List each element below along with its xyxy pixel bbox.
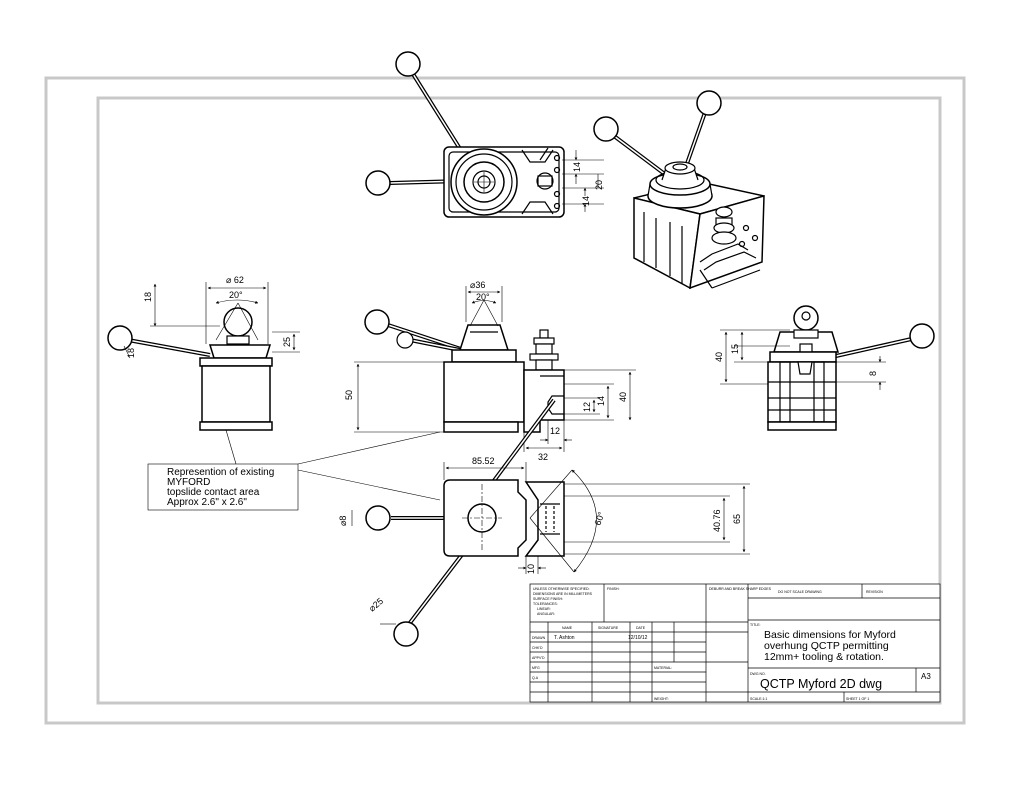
dim-62: ⌀ 62 xyxy=(226,275,244,285)
dim-40-front: 40 xyxy=(618,392,628,402)
dim-14b-top: 14 xyxy=(581,196,591,206)
note-line-3: topslide contact area xyxy=(167,487,260,498)
tb-title-label: TITLE: xyxy=(750,623,761,627)
tb-qa: Q.A xyxy=(532,676,539,680)
dim-40-right: 40 xyxy=(714,352,724,362)
tb-scale: SCALE:1:1 xyxy=(750,697,767,701)
dim-dia-25: ⌀25 xyxy=(367,596,385,614)
title-block xyxy=(529,583,941,703)
right-view xyxy=(767,305,935,431)
dim-65: 65 xyxy=(732,514,742,524)
tb-unless-6: ANGULAR: xyxy=(537,612,555,616)
inner-border xyxy=(96,96,942,705)
tb-dwg-no: QCTP Myford 2D dwg xyxy=(760,677,882,691)
tb-do-not-scale: DO NOT SCALE DRAWING xyxy=(778,590,822,594)
note-line-2: MYFORD xyxy=(167,477,210,488)
tb-revision: REVISION xyxy=(866,590,883,594)
note-line-1: Represention of existing xyxy=(167,467,274,478)
tb-col-signature: SIGNATURE xyxy=(598,626,619,630)
dim-18b-left: 18 xyxy=(126,348,136,358)
isometric-view xyxy=(593,90,765,290)
tb-col-name: NAME xyxy=(562,626,573,630)
right-view-dims xyxy=(720,329,886,390)
left-view xyxy=(107,307,273,431)
tb-weight: WEIGHT: xyxy=(654,697,669,701)
tb-unless-1: UNLESS OTHERWISE SPECIFIED: xyxy=(533,587,590,591)
dim-50: 50 xyxy=(344,390,354,400)
front-view xyxy=(364,309,565,433)
tb-chkd: CHK'D xyxy=(532,646,543,650)
bottom-view xyxy=(365,398,565,647)
tb-material: MATERIAL: xyxy=(654,666,672,670)
tb-title-line-2: overhung QCTP permitting xyxy=(764,640,889,652)
tb-unless-4: TOLERANCES: xyxy=(533,602,558,606)
dim-12-front: 12 xyxy=(582,402,592,412)
dim-20-top: 20 xyxy=(594,180,604,190)
front-view-dims xyxy=(354,286,636,452)
bottom-view-dims xyxy=(351,462,750,625)
note-leaders xyxy=(147,429,441,511)
top-view-dims xyxy=(562,150,604,212)
dim-14-front: 14 xyxy=(596,396,606,406)
dim-85-52: 85.52 xyxy=(472,456,495,466)
dim-25-left: 25 xyxy=(282,337,292,347)
tb-unless-5: LINEAR: xyxy=(537,607,551,611)
dim-20deg-left: 20° xyxy=(229,290,243,300)
dim-36: ⌀36 xyxy=(470,280,485,290)
dim-14-top: 14 xyxy=(572,162,582,172)
note-line-4: Approx 2.6" x 2.6" xyxy=(167,497,247,508)
dim-32: 32 xyxy=(538,452,548,462)
dim-dia-8: ⌀8 xyxy=(338,516,348,526)
dim-8-right: 8 xyxy=(868,371,878,376)
tb-appvd: APPV'D xyxy=(532,656,545,660)
tb-finish: FINISH: xyxy=(607,587,619,591)
tb-unless-2: DIMENSIONS ARE IN MILLIMETERS xyxy=(533,592,593,596)
dim-40-76: 40.76 xyxy=(712,509,722,532)
tb-sheet: SHEET 1 OF 1 xyxy=(846,697,869,701)
dim-10: 10 xyxy=(526,564,536,574)
top-view xyxy=(365,51,565,218)
tb-unless-3: SURFACE FINISH: xyxy=(533,597,563,601)
tb-drawn-date: 12/10/12 xyxy=(628,635,648,641)
dim-12b-front: 12 xyxy=(550,426,560,436)
tb-drawn-name: T. Ashton xyxy=(554,635,575,641)
left-view-dims xyxy=(123,282,300,359)
dim-18-left: 18 xyxy=(143,292,153,302)
dim-15-right: 15 xyxy=(730,344,740,354)
tb-title-line-3: 12mm+ tooling & rotation. xyxy=(764,651,884,663)
tb-deburr: DEBURR AND BREAK SHARP EDGES xyxy=(709,587,772,591)
dim-60deg: 60° xyxy=(592,510,606,527)
tb-col-date: DATE xyxy=(636,626,646,630)
tb-mfg: MFG xyxy=(532,666,540,670)
outer-border xyxy=(44,76,966,725)
title-block-text: UNLESS OTHERWISE SPECIFIED: DIMENSIONS A… xyxy=(532,587,931,701)
dim-20deg-front: 20° xyxy=(476,292,490,302)
tb-size: A3 xyxy=(921,672,931,681)
tb-dwg-no-label: DWG NO. xyxy=(750,672,766,676)
tb-drawn: DRAWN xyxy=(532,636,546,640)
tb-title-line-1: Basic dimensions for Myford xyxy=(764,629,896,641)
